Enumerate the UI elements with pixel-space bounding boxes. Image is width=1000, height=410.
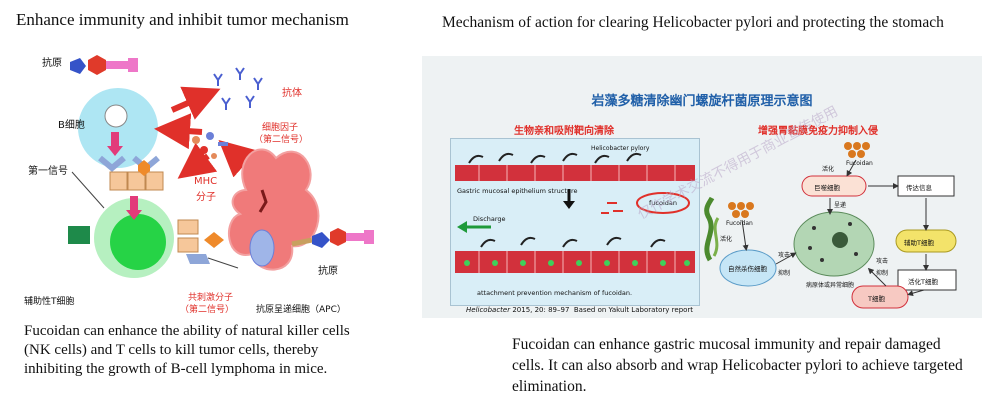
seaweed-icon — [704, 196, 720, 262]
down-arrow-icon — [563, 201, 575, 209]
flow-helper-t: 辅助T细胞 — [904, 239, 934, 247]
left-figure-title: Enhance immunity and inhibit tumor mecha… — [16, 10, 349, 29]
flow-nk: 自然杀伤细胞 — [728, 265, 767, 273]
flow-fucoidan-top: Fucoidan — [846, 160, 873, 167]
antigen-right-icon — [291, 228, 374, 248]
t-cell-node — [851, 285, 909, 309]
flow-attack-left: 攻击 — [778, 252, 791, 259]
discharge-arrow-icon — [457, 221, 467, 233]
b-cell-down-arrow-icon — [107, 146, 123, 156]
helicobacter-panel: 岩藻多糖清除幽门螺旋杆菌原理示意图 生物亲和吸附靶向清除 增强胃黏膜免疫力抑制入… — [422, 56, 982, 318]
antibody-label: 抗体 — [282, 88, 302, 99]
discharge-label: Discharge — [473, 215, 506, 223]
fucoidan-oval-icon — [636, 192, 690, 214]
panel-title: 岩藻多糖清除幽门螺旋杆菌原理示意图 — [591, 94, 813, 109]
macrophage-node — [801, 175, 867, 197]
citation-source: Based on Yakult Laboratory report — [573, 306, 694, 314]
left-caption: Fucoidan can enhance the ability of natu… — [24, 323, 350, 377]
flow-suppress-left: 抑制 — [778, 270, 791, 277]
flow-present: 呈递 — [834, 202, 847, 209]
fucoidan-particles-top-icon — [844, 142, 870, 158]
flow-t-cell: T细胞 — [868, 295, 885, 303]
flow-attack-right: 攻击 — [876, 258, 889, 265]
b-cell-icon — [78, 88, 158, 168]
fucoidan-particles-left-icon — [728, 202, 754, 218]
antibody-icons — [213, 67, 263, 110]
helper-t-label: 辅助性T细胞 — [24, 297, 75, 307]
first-signal-label: 第一信号 — [28, 166, 68, 177]
right-caption: Fucoidan can enhance gastric mucosal imm… — [512, 336, 963, 395]
attachment-label: attachment prevention mechanism of fucoi… — [477, 289, 633, 297]
flow-fucoidan-left: Fucoidan — [726, 220, 753, 227]
citation: Helicobacter 2015, 20: 89–97 Based on Ya… — [466, 306, 693, 314]
antigen-right-label: 抗原 — [318, 266, 338, 277]
flow-activate-top: 活化 — [822, 166, 835, 173]
b-cell-label: B细胞 — [58, 120, 85, 131]
mhc-label-line2: 分子 — [196, 192, 216, 203]
right-figure-title: Mechanism of action for clearing Helicob… — [442, 14, 944, 31]
apc-label: 抗原呈递细胞（APC） — [256, 305, 346, 315]
b-cell-receptor-icon — [98, 155, 126, 172]
cytokine-icons — [192, 132, 228, 159]
flow-transmit: 传达信息 — [906, 184, 932, 192]
flow-macrophage: 巨噬细胞 — [814, 184, 840, 192]
antigen-top-icon — [70, 55, 138, 75]
immunity-diagram: 抗原 B细胞 抗体 细胞因子 （第二信号） 第一信号 MHC 分子 共刺激分子 … — [0, 40, 420, 320]
costim-label-line1: 共刺激分子 — [188, 293, 234, 303]
flow-activated-t: 活化T细胞 — [908, 278, 938, 286]
flow-suppress-right: 抑制 — [876, 270, 889, 277]
costim-label-line2: （第二信号） — [180, 305, 235, 315]
citation-rest: 2015, 20: 89–97 — [510, 306, 570, 314]
citation-journal: Helicobacter — [466, 306, 511, 314]
b-cell-nucleus-icon — [104, 104, 128, 128]
immune-flow-diagram: Fucoidan 活化 巨噬细胞 传达信息 Fucoidan 活化 呈递 辅助T… — [718, 136, 978, 314]
right-subtitle: 增强胃黏膜免疫力抑制入侵 — [758, 126, 878, 137]
cytokine-label-line2: （第二信号） — [254, 135, 309, 145]
helicobacter-label: Helicobacter pylory — [591, 145, 650, 152]
epithelium-label: Gastric mucosal epithelium structure — [457, 187, 578, 195]
fucoidan-oval-label: fucoidan — [649, 199, 677, 207]
helicobacter-icons — [468, 152, 666, 248]
immune-flow-graphic — [719, 142, 957, 309]
mhc-label-line1: MHC — [194, 176, 218, 187]
cytokine-label-line1: 细胞因子 — [262, 123, 299, 133]
immunity-diagram-graphic — [68, 55, 374, 278]
epithelium-graphic — [455, 152, 695, 273]
left-subtitle: 生物亲和吸附靶向清除 — [514, 126, 614, 137]
flow-pathogen: 病原体或异常细胞 — [806, 282, 855, 289]
t-cell-receptor-icon — [68, 226, 90, 244]
apc-nucleus-icon — [249, 229, 275, 267]
epithelium-diagram: Helicobacter pylory Gastric mucosal epit… — [450, 138, 700, 306]
flow-activate-left: 活化 — [720, 236, 733, 243]
antigen-top-label: 抗原 — [42, 58, 62, 69]
